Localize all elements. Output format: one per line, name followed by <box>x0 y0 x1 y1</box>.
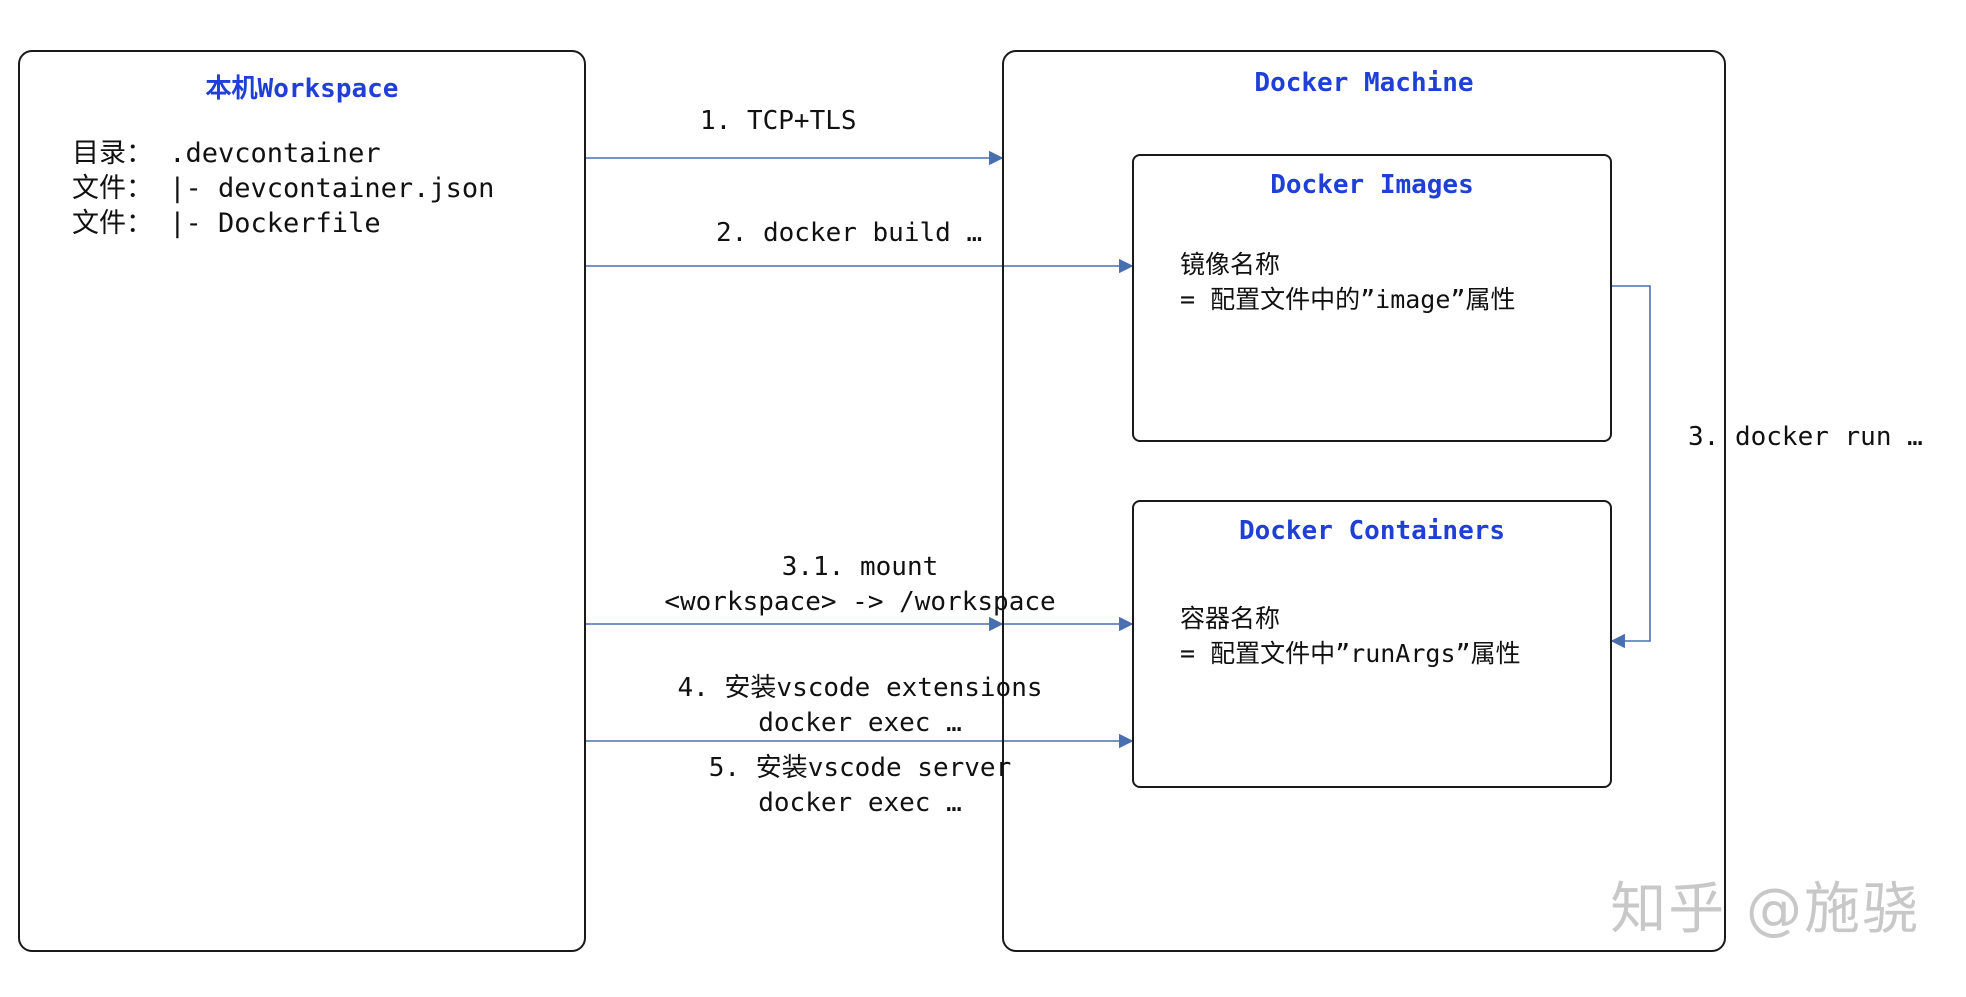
step-5-label: 5. 安装vscode server <box>708 753 1012 783</box>
step-3-1-mount-path: <workspace> -> /workspace <box>664 587 1056 617</box>
workspace-file-line-json: 文件： |- devcontainer.json <box>72 173 495 204</box>
image-name-label: 镜像名称 <box>1180 250 1281 279</box>
arrow-docker-run <box>1610 285 1651 649</box>
docker-containers-box: Docker Containers <box>1132 500 1612 788</box>
step-1-label: 1. TCP+TLS <box>700 106 857 136</box>
step-3-1-label: 3.1. mount <box>781 552 939 582</box>
step-4-label-group: 4. 安装vscode extensions docker exec … <box>600 671 1120 741</box>
docker-containers-title: Docker Containers <box>1238 516 1506 546</box>
docker-images-box: Docker Images <box>1132 154 1612 442</box>
step-5-label-group: 5. 安装vscode server docker exec … <box>600 751 1120 821</box>
container-name-desc: = 配置文件中”runArgs”属性 <box>1180 639 1521 668</box>
step-4-command: docker exec … <box>758 708 962 738</box>
step-3-1-label-group: 3.1. mount <workspace> -> /workspace <box>600 550 1120 620</box>
workspace-title: 本机Workspace <box>205 74 399 104</box>
docker-images-title: Docker Images <box>1270 170 1474 200</box>
zhihu-watermark: 知乎 @施骁 <box>1610 877 1920 942</box>
docker-machine-box: Docker Machine <box>1002 50 1726 952</box>
image-name-desc: = 配置文件中的”image”属性 <box>1180 285 1516 314</box>
container-name-label: 容器名称 <box>1180 604 1281 633</box>
workspace-dir-line: 目录： .devcontainer <box>72 138 381 169</box>
workspace-box: 本机Workspace <box>18 50 586 952</box>
workspace-file-line-dockerfile: 文件： |- Dockerfile <box>72 208 381 239</box>
step-2-label: 2. docker build … <box>716 218 983 248</box>
step-5-command: docker exec … <box>758 788 962 818</box>
step-3-label: 3. docker run … <box>1688 422 1923 452</box>
docker-machine-title: Docker Machine <box>1254 68 1474 98</box>
step-4-label: 4. 安装vscode extensions <box>677 673 1043 703</box>
